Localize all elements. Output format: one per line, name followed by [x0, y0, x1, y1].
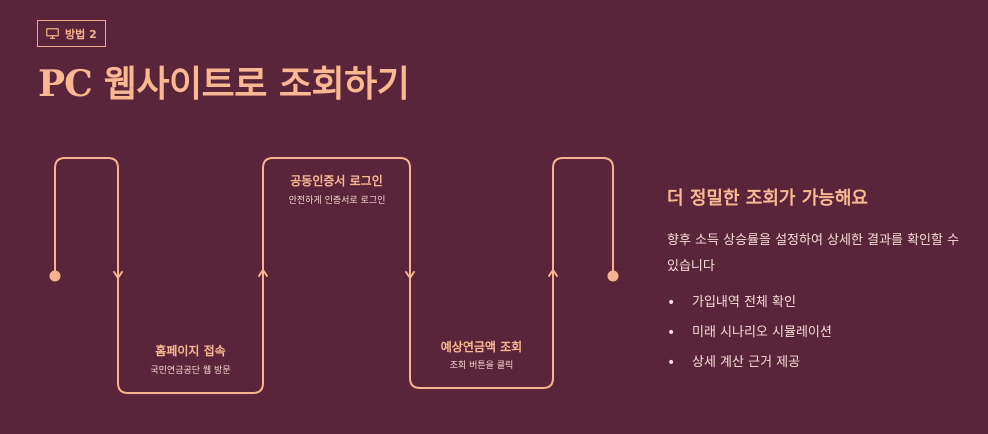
list-item: • 가입내역 전체 확인: [667, 288, 832, 318]
page-title-text: 웹사이트로 조회하기: [91, 64, 410, 105]
list-item-label: 상세 계산 근거 제공: [692, 355, 801, 370]
arrow-up-icon: [258, 269, 268, 277]
flow-path: [54, 157, 614, 394]
feature-list: • 가입내역 전체 확인 • 미래 시나리오 시뮬레이션 • 상세 계산 근거 제공: [667, 288, 832, 378]
flow-end-dot: [607, 270, 619, 282]
bullet: •: [667, 325, 676, 341]
list-item: • 미래 시나리오 시뮬레이션: [667, 318, 832, 348]
list-item-label: 미래 시나리오 시뮬레이션: [692, 325, 832, 340]
arrow-down-icon: [113, 271, 123, 279]
badge-label: 방법 2: [65, 27, 97, 41]
step-2-desc: 안전하게 인증서로 로그인: [288, 196, 386, 206]
step-1-title: 홈페이지 접속: [155, 344, 226, 358]
arrow-down-icon: [405, 271, 415, 279]
step-2-title: 공동인증서 로그인: [290, 174, 383, 188]
page-title-prefix: PC: [38, 63, 93, 105]
step-1-desc: 국민연금공단 웹 방문: [150, 366, 231, 376]
arrow-up-icon: [548, 269, 558, 277]
list-item: • 상세 계산 근거 제공: [667, 348, 832, 378]
detail-title: 더 정밀한 조회가 가능해요: [667, 188, 868, 209]
monitor-icon: [46, 28, 59, 39]
step-3-title: 예상연금액 조회: [440, 340, 523, 354]
flow-start-dot: [49, 270, 61, 282]
bullet: •: [667, 355, 676, 371]
detail-description: 향후 소득 상승률을 설정하여 상세한 결과를 확인할 수 있습니다: [667, 233, 960, 274]
method-badge: 방법 2: [37, 20, 106, 47]
bullet: •: [667, 295, 676, 311]
list-item-label: 가입내역 전체 확인: [692, 295, 796, 310]
step-3-desc: 조회 버튼을 클릭: [449, 361, 514, 371]
page-title: PC 웹사이트로 조회하기: [38, 55, 410, 107]
